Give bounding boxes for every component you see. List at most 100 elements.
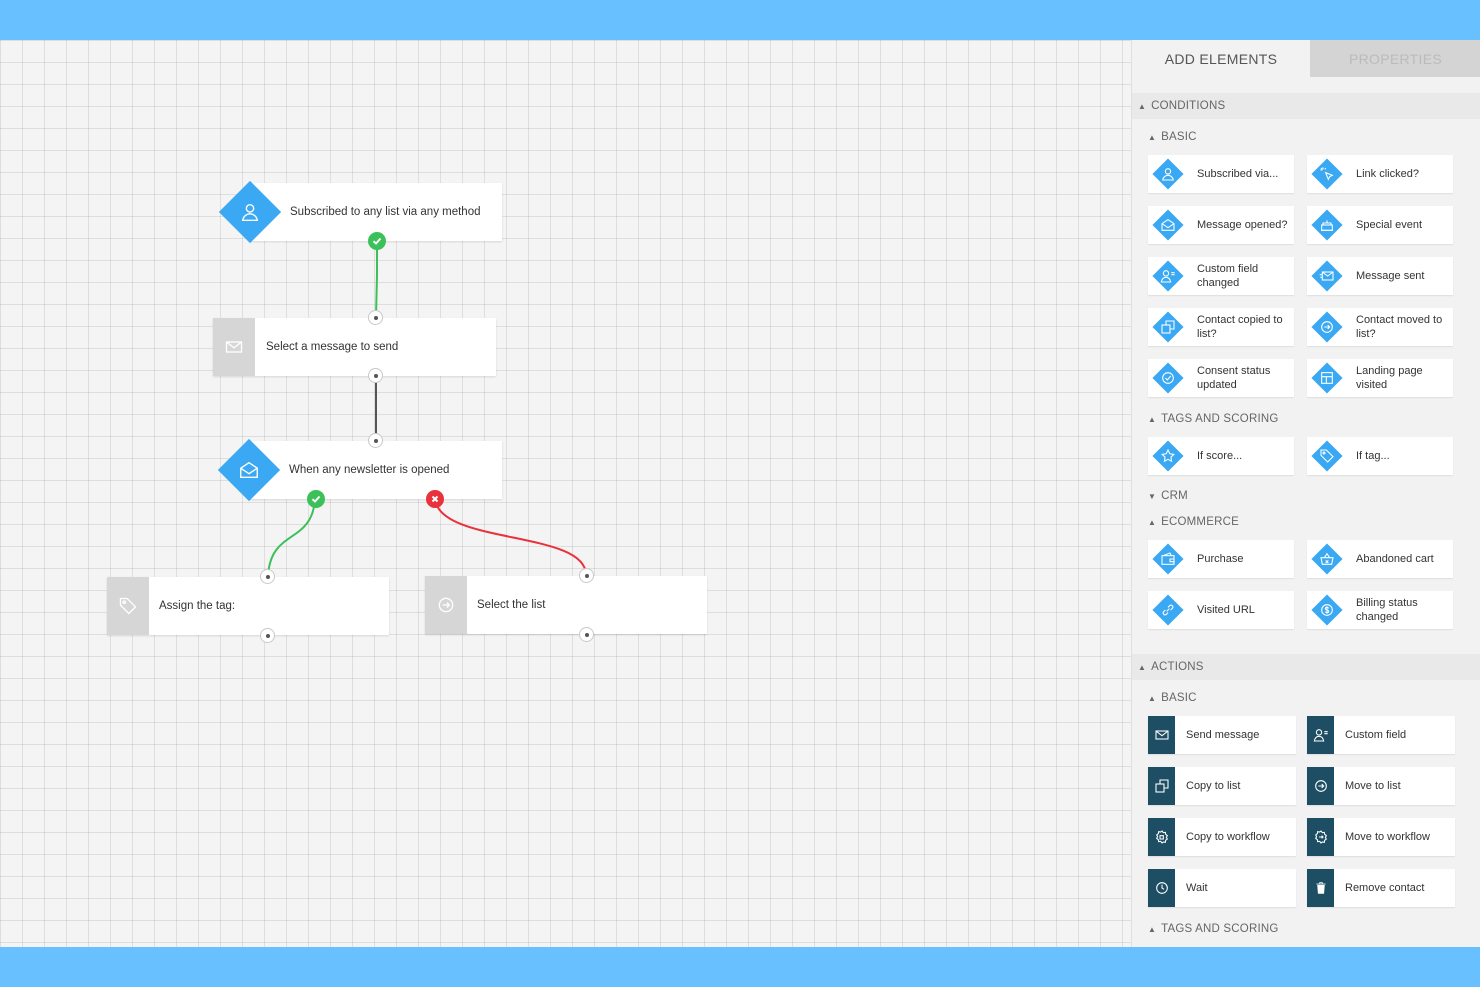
subsection-actions-tags[interactable]: ▲ TAGS AND SCORING <box>1148 919 1279 939</box>
node-newsletter-opened-label: When any newsletter is opened <box>289 464 450 476</box>
card-label: Custom field changed <box>1197 262 1259 289</box>
node-assign-tag[interactable]: Assign the tag: <box>107 577 389 635</box>
expand-triangle-icon: ▼ <box>1148 491 1157 501</box>
collapse-triangle-icon: ▲ <box>1148 517 1157 527</box>
section-actions-title: ACTIONS <box>1151 661 1204 673</box>
tag-icon <box>107 577 149 635</box>
node-send-message[interactable]: Select a message to send <box>213 318 496 376</box>
tab-properties[interactable]: PROPERTIES <box>1310 40 1480 77</box>
gear-move-icon <box>1307 818 1334 856</box>
action-move-to-list[interactable]: Move to list <box>1307 767 1455 805</box>
link-icon <box>1152 594 1184 626</box>
move-icon <box>425 576 467 634</box>
collapse-triangle-icon: ▲ <box>1138 662 1147 672</box>
basket-icon <box>1311 543 1343 575</box>
node-subscribed-user-icon <box>218 180 282 244</box>
tab-add-elements[interactable]: ADD ELEMENTS <box>1132 40 1310 77</box>
node-assign-tag-label: Assign the tag: <box>159 600 236 612</box>
copy-icon <box>1152 311 1184 343</box>
elements-panel: ADD ELEMENTS PROPERTIES ▲ CONDITIONS ▲ B… <box>1131 40 1480 947</box>
connector-in[interactable] <box>368 310 383 325</box>
condition-custom-field-changed[interactable]: Custom field changed <box>1148 257 1294 295</box>
card-label: Custom field <box>1345 729 1407 741</box>
connector-out[interactable] <box>579 627 594 642</box>
section-conditions[interactable]: ▲ CONDITIONS <box>1132 93 1480 119</box>
card-label: Message opened? <box>1197 218 1288 231</box>
card-label: Move to list <box>1345 780 1401 792</box>
top-frame-bar <box>0 0 1480 40</box>
subsection-ecommerce-title: ECOMMERCE <box>1161 516 1239 528</box>
node-newsletter-open-envelope-icon <box>217 438 281 502</box>
subsection-tags-title: TAGS AND SCORING <box>1161 923 1279 935</box>
action-move-to-workflow[interactable]: Move to workflow <box>1307 818 1455 856</box>
connector-in[interactable] <box>579 568 594 583</box>
no-badge-x-icon <box>426 490 444 508</box>
condition-abandoned-cart[interactable]: Abandoned cart <box>1307 540 1453 578</box>
subsection-actions-basic[interactable]: ▲ BASIC <box>1148 688 1197 708</box>
subsection-basic-title: BASIC <box>1161 131 1197 143</box>
action-wait[interactable]: Wait <box>1148 869 1296 907</box>
condition-purchase[interactable]: Purchase <box>1148 540 1294 578</box>
check-circle-icon <box>1152 362 1184 394</box>
panel-tabs: ADD ELEMENTS PROPERTIES <box>1132 40 1480 77</box>
card-label: Wait <box>1186 882 1208 894</box>
collapse-triangle-icon: ▲ <box>1138 101 1147 111</box>
condition-contact-moved[interactable]: Contact moved to list? <box>1307 308 1453 346</box>
collapse-triangle-icon: ▲ <box>1148 414 1157 424</box>
card-label: If tag... <box>1356 449 1390 462</box>
node-select-list[interactable]: Select the list <box>425 576 707 634</box>
condition-if-score[interactable]: If score... <box>1148 437 1294 475</box>
collapse-triangle-icon: ▲ <box>1148 132 1157 142</box>
condition-subscribed-via[interactable]: Subscribed via... <box>1148 155 1294 193</box>
connector-out[interactable] <box>368 368 383 383</box>
card-label: Abandoned cart <box>1356 552 1434 565</box>
workflow-canvas[interactable]: Subscribed to any list via any method Se… <box>0 40 1131 947</box>
wallet-icon <box>1152 543 1184 575</box>
card-label: Consent status updated <box>1197 364 1271 391</box>
card-label: Copy to list <box>1186 780 1241 792</box>
condition-landing-page[interactable]: Landing page visited <box>1307 359 1453 397</box>
gear-copy-icon <box>1148 818 1175 856</box>
connector-in[interactable] <box>368 433 383 448</box>
connector-in[interactable] <box>260 569 275 584</box>
action-copy-to-list[interactable]: Copy to list <box>1148 767 1296 805</box>
connector-out[interactable] <box>260 628 275 643</box>
subsection-conditions-tags[interactable]: ▲ TAGS AND SCORING <box>1148 409 1279 429</box>
star-icon <box>1152 440 1184 472</box>
condition-consent-status[interactable]: Consent status updated <box>1148 359 1294 397</box>
action-remove-contact[interactable]: Remove contact <box>1307 869 1455 907</box>
section-actions[interactable]: ▲ ACTIONS <box>1132 654 1480 680</box>
condition-billing-status[interactable]: Billing status changed <box>1307 591 1453 629</box>
condition-link-clicked[interactable]: Link clicked? <box>1307 155 1453 193</box>
condition-visited-url[interactable]: Visited URL <box>1148 591 1294 629</box>
card-label: Move to workflow <box>1345 831 1430 843</box>
condition-if-tag[interactable]: If tag... <box>1307 437 1453 475</box>
condition-special-event[interactable]: Special event <box>1307 206 1453 244</box>
node-newsletter-opened[interactable]: When any newsletter is opened <box>250 441 502 499</box>
envelope-icon <box>1148 716 1175 754</box>
condition-message-opened[interactable]: Message opened? <box>1148 206 1294 244</box>
condition-message-sent[interactable]: Message sent <box>1307 257 1453 295</box>
action-copy-to-workflow[interactable]: Copy to workflow <box>1148 818 1296 856</box>
card-label: Special event <box>1356 218 1423 231</box>
node-subscribed-label: Subscribed to any list via any method <box>290 206 481 218</box>
subsection-ecommerce[interactable]: ▲ ECOMMERCE <box>1148 512 1239 532</box>
node-subscribed[interactable]: Subscribed to any list via any method <box>250 183 502 241</box>
tag-icon <box>1311 440 1343 472</box>
collapse-triangle-icon: ▲ <box>1148 924 1157 934</box>
subsection-tags-title: TAGS AND SCORING <box>1161 413 1279 425</box>
billing-icon <box>1311 594 1343 626</box>
section-conditions-title: CONDITIONS <box>1151 100 1226 112</box>
open-envelope-icon <box>1152 209 1184 241</box>
copy-icon <box>1148 767 1175 805</box>
action-send-message[interactable]: Send message <box>1148 716 1296 754</box>
subsection-crm[interactable]: ▼ CRM <box>1148 486 1188 506</box>
user-field-icon <box>1152 260 1184 292</box>
card-label: Remove contact <box>1345 882 1425 894</box>
action-custom-field[interactable]: Custom field <box>1307 716 1455 754</box>
condition-contact-copied[interactable]: Contact copied to list? <box>1148 308 1294 346</box>
card-label: Contact copied to list? <box>1197 313 1283 340</box>
envelope-sent-icon <box>1311 260 1343 292</box>
subsection-conditions-basic[interactable]: ▲ BASIC <box>1148 127 1197 147</box>
click-icon <box>1311 158 1343 190</box>
